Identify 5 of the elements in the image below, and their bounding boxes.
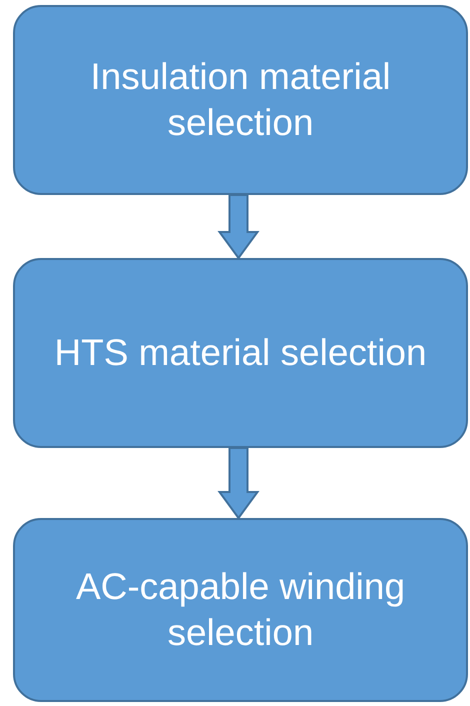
process-box: AC-capable winding selection [13, 518, 468, 702]
block-arrow [218, 194, 260, 260]
process-box: Insulation material selection [13, 5, 468, 195]
block-arrow [218, 447, 260, 520]
process-box: HTS material selection [13, 258, 468, 448]
